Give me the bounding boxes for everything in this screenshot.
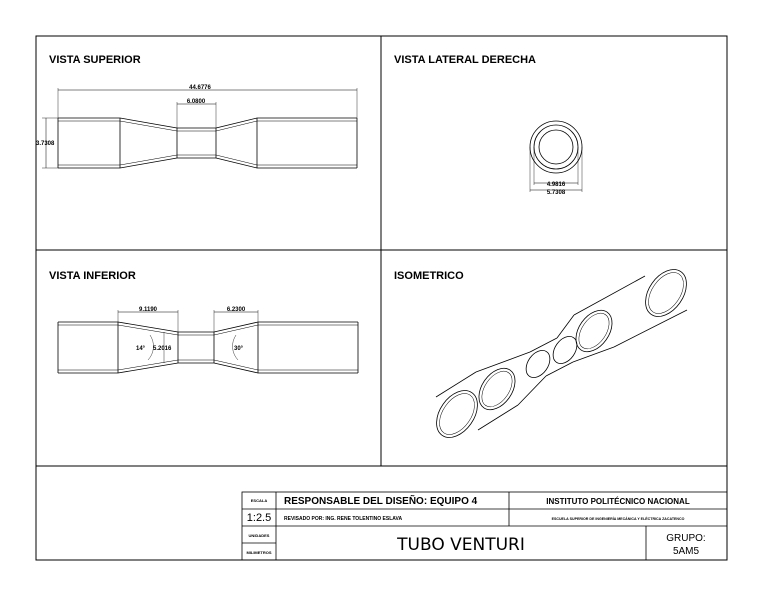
units-label: UNIDADES xyxy=(249,533,270,538)
iso-view-drawing xyxy=(435,269,688,438)
side-inner-dimension: 4.9816 xyxy=(547,182,566,188)
bottom-left-cone-dimension: 9.1190 xyxy=(139,307,158,313)
group-value: 5AM5 xyxy=(673,546,700,557)
institute-text: INSTITUTO POLITÉCNICO NACIONAL xyxy=(546,497,690,506)
bottom-right-angle: 30° xyxy=(234,346,244,352)
title-block xyxy=(241,491,728,561)
side-outer-dimension: 5.7308 xyxy=(547,190,566,196)
scale-value: 1:2.5 xyxy=(247,512,271,524)
side-view-label: VISTA LATERAL DERECHA xyxy=(394,54,536,66)
bottom-left-angle: 14° xyxy=(136,346,146,352)
bottom-view-drawing xyxy=(57,310,359,374)
units-value: MILIMETROS xyxy=(246,550,271,555)
school-text: ESCUELA SUPERIOR DE INGENIERÍA MECÁNICA … xyxy=(552,516,685,521)
iso-view-label: ISOMETRICO xyxy=(394,270,464,282)
top-height-dimension: 3.7308 xyxy=(36,141,55,147)
drawing-title: TUBO VENTURI xyxy=(396,535,525,555)
group-label: GRUPO: xyxy=(666,533,705,544)
scale-label: ESCALA xyxy=(251,498,268,503)
top-overall-dimension: 44.6776 xyxy=(189,85,211,91)
top-view-label: VISTA SUPERIOR xyxy=(49,54,141,66)
bottom-right-cone-dimension: 6.2300 xyxy=(227,307,246,313)
bottom-view-label: VISTA INFERIOR xyxy=(49,270,136,282)
bottom-throat-dimension: 5.2016 xyxy=(153,346,172,352)
side-view-drawing xyxy=(529,120,583,192)
top-throat-dimension: 6.0800 xyxy=(187,99,206,105)
reviewed-text: REVISADO POR: ING. RENE TOLENTINO ESLAVA xyxy=(284,516,402,522)
responsible-text: RESPONSABLE DEL DISEÑO: EQUIPO 4 xyxy=(284,494,478,507)
top-view-drawing xyxy=(42,88,358,169)
